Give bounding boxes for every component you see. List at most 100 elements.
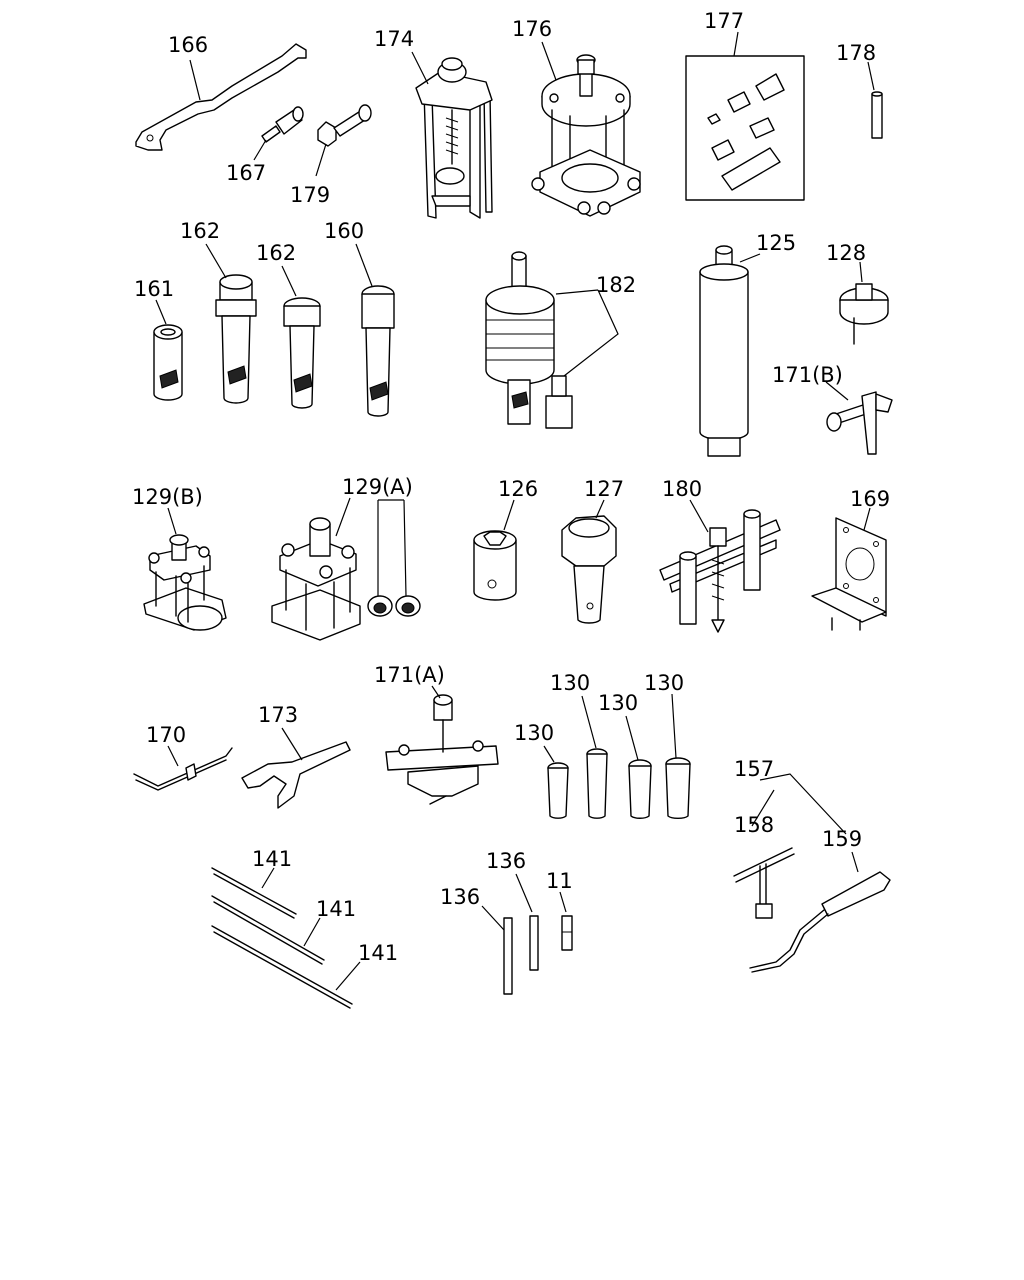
leader-130c (625, 715, 639, 761)
leader-174 (411, 51, 429, 85)
leader-141a (261, 867, 275, 889)
leader-126 (503, 499, 515, 531)
leader-179 (315, 143, 327, 177)
tool-128-adapter (839, 283, 889, 345)
leader-171a (431, 685, 441, 699)
tool-136-pin-short (529, 915, 539, 971)
label-161: 161 (134, 277, 174, 301)
label-169: 169 (850, 487, 890, 511)
leader-141b (303, 917, 321, 947)
leader-162a (205, 243, 227, 279)
label-157: 157 (734, 757, 774, 781)
label-170: 170 (146, 723, 186, 747)
leader-177 (733, 31, 739, 57)
label-182: 182 (596, 273, 636, 297)
label-130d: 130 (644, 671, 684, 695)
leader-157 (751, 773, 847, 835)
tool-170-hook (133, 747, 233, 791)
tool-126-hex-socket (473, 530, 517, 601)
leader-130a (543, 745, 555, 763)
label-128: 128 (826, 241, 866, 265)
label-166: 166 (168, 33, 208, 57)
label-136a: 136 (440, 885, 480, 909)
leader-170 (167, 745, 179, 767)
label-136b: 136 (486, 849, 526, 873)
label-129a: 129(A) (342, 475, 413, 499)
tool-130-socket-3 (628, 759, 652, 819)
label-141c: 141 (358, 941, 398, 965)
leader-128 (859, 261, 863, 283)
label-176: 176 (512, 17, 552, 41)
tool-159-scraper (749, 871, 891, 973)
label-141a: 141 (252, 847, 292, 871)
label-162b: 162 (256, 241, 296, 265)
label-159: 159 (822, 827, 862, 851)
tool-179-bolt (317, 104, 372, 147)
leader-141c (335, 961, 361, 991)
leader-162b (281, 265, 297, 297)
tool-180-bridge-puller (659, 509, 781, 633)
leader-130d (671, 693, 677, 759)
tool-173-hook-spanner (241, 741, 351, 809)
leader-136a (481, 905, 505, 931)
leader-178 (867, 61, 875, 91)
label-160: 160 (324, 219, 364, 243)
leader-166 (189, 59, 201, 101)
leader-159 (851, 851, 859, 873)
label-130b: 130 (550, 671, 590, 695)
label-130c: 130 (598, 691, 638, 715)
tool-141-rods (211, 867, 353, 1009)
label-171b: 171(B) (772, 363, 843, 387)
tool-178-pin (871, 91, 883, 139)
tool-174-puller (415, 57, 493, 219)
tool-11-bit (561, 915, 573, 951)
label-167: 167 (226, 161, 266, 185)
tool-130-socket-1 (547, 762, 569, 819)
label-127: 127 (584, 477, 624, 501)
tool-130-socket-2 (586, 748, 608, 819)
leader-180 (689, 499, 709, 533)
tool-169-bracket (811, 517, 887, 631)
tool-166-flat-wrench (135, 43, 307, 151)
tool-162-installer-b (283, 297, 321, 409)
label-178: 178 (836, 41, 876, 65)
tool-171b-holder (826, 391, 893, 455)
tool-161-sleeve (153, 324, 183, 401)
tool-177-collet-kit (685, 55, 805, 201)
tool-162-installer-a (215, 274, 257, 404)
label-126: 126 (498, 477, 538, 501)
label-125: 125 (756, 231, 796, 255)
label-173: 173 (258, 703, 298, 727)
tool-129b-press (143, 534, 227, 631)
label-174: 174 (374, 27, 414, 51)
leader-173 (281, 727, 303, 761)
label-171a: 171(A) (374, 663, 445, 687)
leader-176 (541, 41, 557, 81)
leader-129b (167, 507, 177, 535)
label-177: 177 (704, 9, 744, 33)
leader-171b (825, 381, 849, 401)
tool-127-hex-tool (561, 515, 617, 624)
label-158: 158 (734, 813, 774, 837)
leader-136b (515, 873, 533, 913)
leader-11 (559, 891, 567, 913)
leader-130b (581, 695, 597, 749)
leader-169 (863, 507, 871, 531)
tool-129a-press (271, 517, 421, 641)
label-141b: 141 (316, 897, 356, 921)
leader-167 (253, 139, 267, 161)
leader-127 (595, 499, 605, 519)
tool-160-installer (361, 285, 395, 417)
tool-167-pin (261, 106, 304, 143)
tool-158-t-handle (733, 847, 795, 919)
tool-171a-fixture (385, 694, 499, 805)
tool-176-press-frame (531, 54, 641, 217)
label-129b: 129(B) (132, 485, 203, 509)
leader-160 (355, 243, 373, 287)
label-180: 180 (662, 477, 702, 501)
tool-125-cylinder (699, 245, 749, 457)
label-179: 179 (290, 183, 330, 207)
label-11: 11 (546, 869, 573, 893)
